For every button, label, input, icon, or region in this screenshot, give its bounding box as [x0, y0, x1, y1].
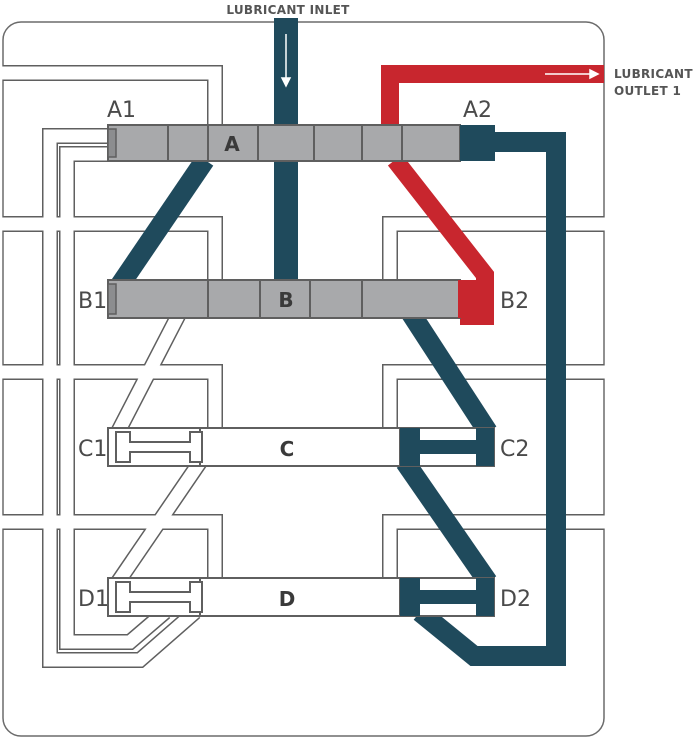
inlet-label: LUBRICANT INLET [226, 3, 350, 17]
port-c2-label: C2 [500, 437, 529, 462]
port-d1-label: D1 [78, 587, 109, 612]
white-passages [0, 65, 607, 668]
inlet-arrow [280, 34, 292, 88]
valve-a [107, 124, 495, 162]
port-a1-label: A1 [107, 98, 136, 123]
valve-a-letter: A [224, 132, 240, 156]
outlet-label-line1: LUBRICANT [614, 67, 693, 81]
valve-c-letter: C [280, 437, 295, 461]
port-c1-label: C1 [78, 437, 107, 462]
port-b1-label: B1 [78, 289, 107, 314]
valve-b-letter: B [278, 288, 293, 312]
valve-d-letter: D [279, 587, 296, 611]
valve-c [107, 427, 495, 467]
valve-b [107, 279, 494, 319]
port-d2-label: D2 [500, 587, 531, 612]
port-a2-label: A2 [463, 98, 492, 123]
outlet-arrow [545, 68, 600, 80]
port-b2-label: B2 [500, 289, 529, 314]
valve-d [107, 577, 495, 617]
outlet-label-line2: OUTLET 1 [614, 84, 681, 98]
